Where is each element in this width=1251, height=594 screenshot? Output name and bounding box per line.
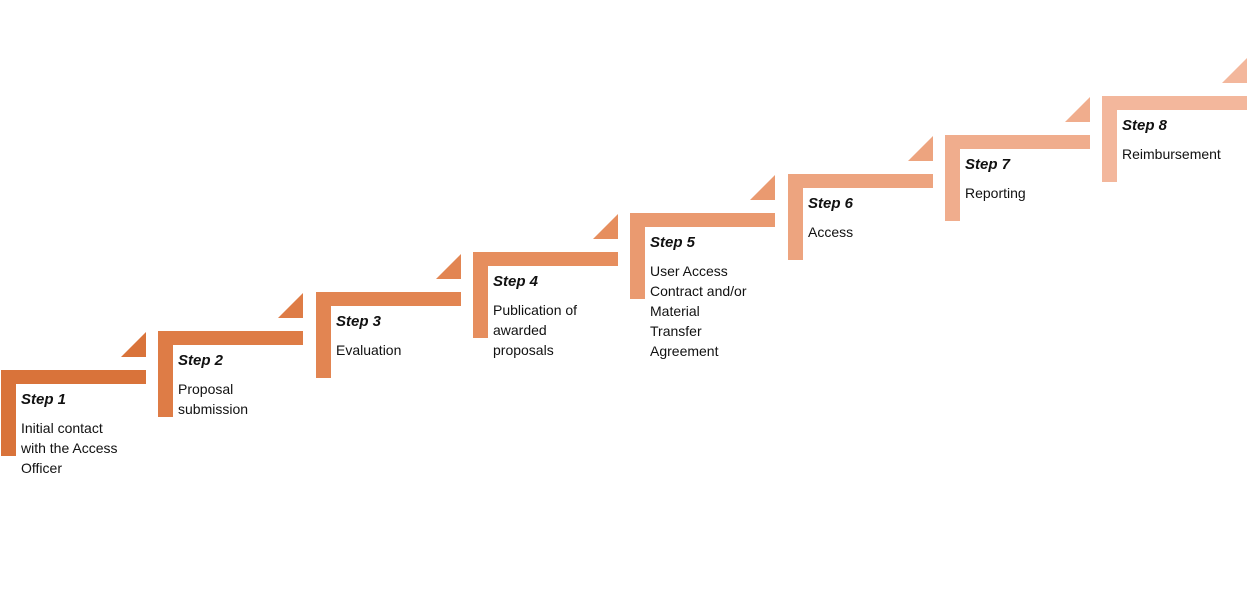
step-1-description-line: with the Access [21,440,118,456]
step-4-riser [473,252,488,338]
step-1-title: Step 1 [21,391,67,408]
step-3-corner-triangle [436,254,461,279]
step-7-tread [945,135,1090,149]
step-4-description: Publication of awarded proposals [493,300,643,360]
step-4-description-line: awarded [493,322,547,338]
step-1-description-line: Officer [21,460,62,476]
step-1-description-line: Initial contact [21,420,103,436]
step-6-description-line: Access [808,224,854,240]
step-6-description: Access [808,222,958,242]
step-2-title: Step 2 [178,352,224,369]
step-7-title: Step 7 [965,156,1011,173]
step-1-corner-triangle [121,332,146,357]
step-5-title: Step 5 [650,234,696,251]
step-7-description-line: Reporting [965,185,1026,201]
step-6-title: Step 6 [808,195,854,212]
step-7-corner-triangle [1065,97,1090,122]
step-5-tread [630,213,775,227]
step-6-tread [788,174,933,188]
step-4-description-line: Publication of [493,302,578,318]
step-8-title: Step 8 [1122,117,1168,134]
step-7-riser [945,135,960,221]
step-6-corner-triangle [908,136,933,161]
step-2-corner-triangle [278,293,303,318]
step-5-description-line: Contract and/or [650,283,747,299]
step-8-corner-triangle [1222,58,1247,83]
step-1-riser [1,370,16,456]
step-2-description-line: Proposal [178,381,234,397]
step-5-description-line: Transfer [650,323,702,339]
step-3-riser [316,292,331,378]
step-3-description-line: Evaluation [336,342,402,358]
step-2-tread [158,331,303,345]
step-2-description-line: submission [178,401,249,417]
step-8-description: Reimbursement [1122,144,1251,164]
step-4-tread [473,252,618,266]
step-6-riser [788,174,803,260]
step-5-description-line: User Access [650,263,728,279]
step-3-description: Evaluation [336,340,486,360]
step-5-description-line: Agreement [650,343,719,359]
step-5-riser [630,213,645,299]
step-8-description-line: Reimbursement [1122,146,1221,162]
step-8-tread [1102,96,1247,110]
step-4-description-line: proposals [493,342,554,358]
step-7-description: Reporting [965,183,1115,203]
step-3-title: Step 3 [336,313,382,330]
step-4-title: Step 4 [493,273,539,290]
step-4-corner-triangle [593,214,618,239]
step-2-riser [158,331,173,417]
step-5-corner-triangle [750,175,775,200]
step-5-description-line: Material [650,303,700,319]
step-8-riser [1102,96,1117,182]
step-3-tread [316,292,461,306]
step-2-description: Proposal submission [178,379,328,419]
step-1-tread [1,370,146,384]
